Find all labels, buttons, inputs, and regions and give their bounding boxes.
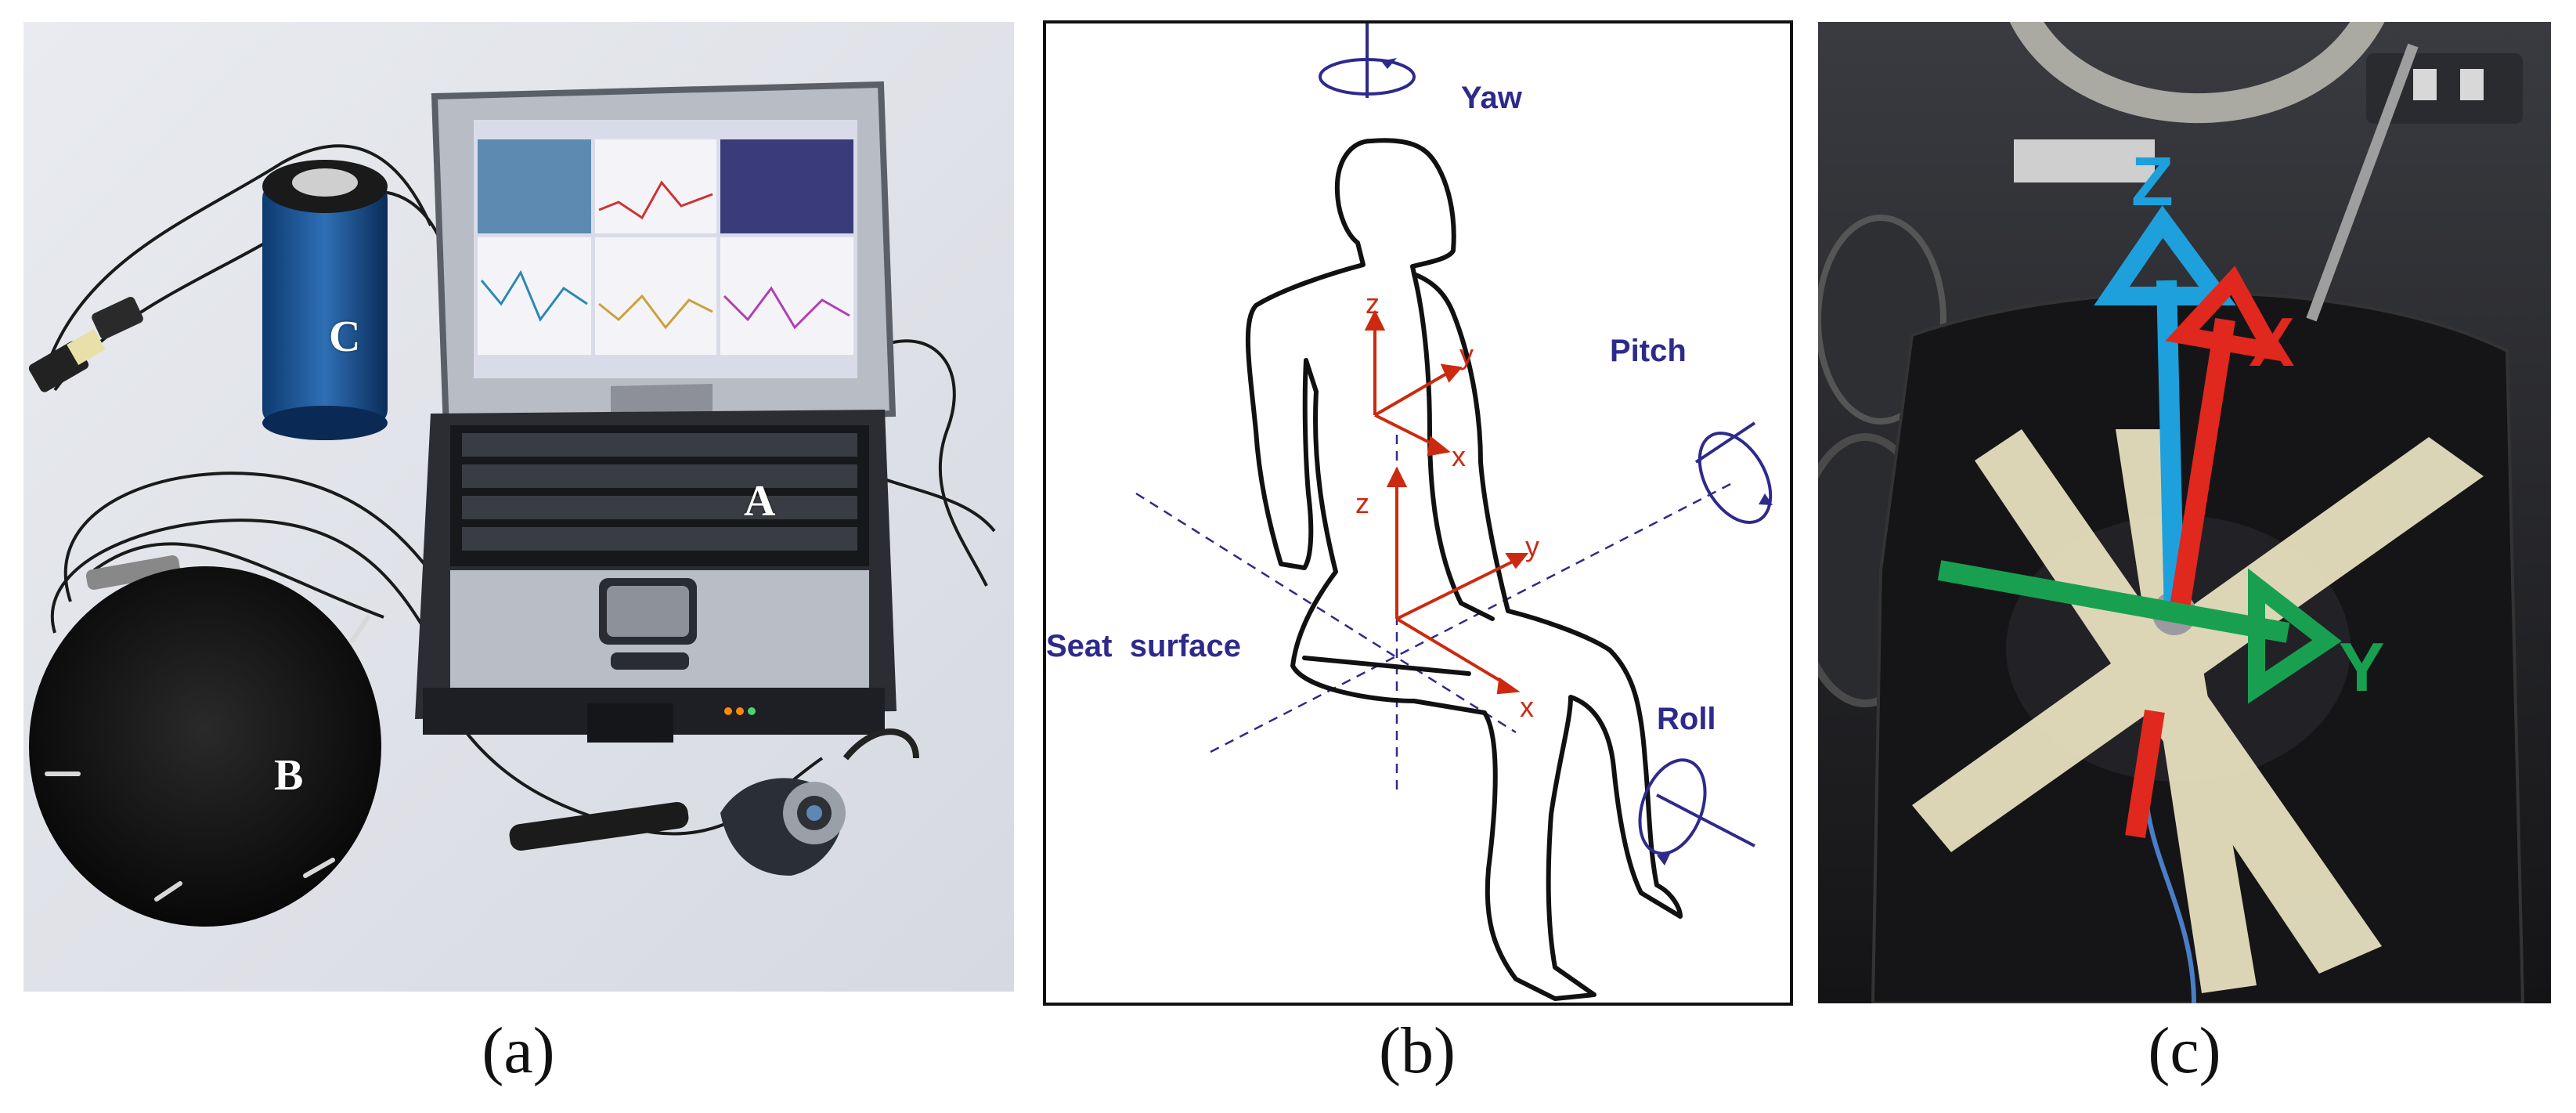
seat-surface-label: Seat surface (1046, 629, 1242, 663)
label-b: B (274, 751, 304, 800)
upper-body-axes (1364, 309, 1463, 457)
panel-c-photo: Z X Y (1818, 22, 2551, 1003)
pitch-label: Pitch (1610, 334, 1687, 368)
sensor-cylinder (262, 160, 388, 440)
caption-a: (a) (482, 1014, 555, 1087)
yaw-label: Yaw (1461, 81, 1522, 115)
pitch-rotation-indicator (1694, 421, 1773, 524)
laptop (415, 81, 897, 743)
y-axis-arrow (1937, 560, 2342, 704)
webcam (720, 728, 919, 876)
upper-x-label: x (1452, 440, 1466, 472)
seat-axes (1386, 466, 1529, 695)
z-axis-arrow (2094, 205, 2236, 618)
seat-z-label: z (1355, 487, 1369, 519)
seat-pad (29, 566, 381, 927)
dashed-reference-axes (1135, 435, 1736, 791)
roll-label: Roll (1657, 702, 1716, 736)
human-outline (1245, 138, 1683, 1001)
caption-c: (c) (2148, 1014, 2221, 1087)
x-axis-label: X (2249, 303, 2295, 381)
equipment-photo-illustration (23, 22, 1014, 992)
panel-a-photo: A B C (23, 22, 1014, 992)
y-axis-label: Y (2339, 628, 2385, 706)
yaw-rotation-indicator (1319, 23, 1416, 98)
seated-body-diagram (1135, 23, 1773, 1001)
vehicle-seat-photo-illustration (1818, 22, 2551, 1003)
seat-y-label: y (1525, 530, 1539, 562)
panel-b-diagram: Yaw Pitch Roll Seat surface z y x z y x (1043, 20, 1793, 1006)
roll-rotation-indicator (1638, 758, 1755, 865)
upper-y-label: y (1459, 338, 1474, 370)
z-axis-label: Z (2131, 143, 2174, 220)
x-axis-arrow (2125, 266, 2289, 839)
label-a: A (744, 477, 776, 526)
label-c: C (329, 313, 361, 361)
seat-x-label: x (1520, 691, 1534, 723)
caption-b: (b) (1379, 1014, 1456, 1087)
upper-z-label: z (1366, 287, 1380, 320)
